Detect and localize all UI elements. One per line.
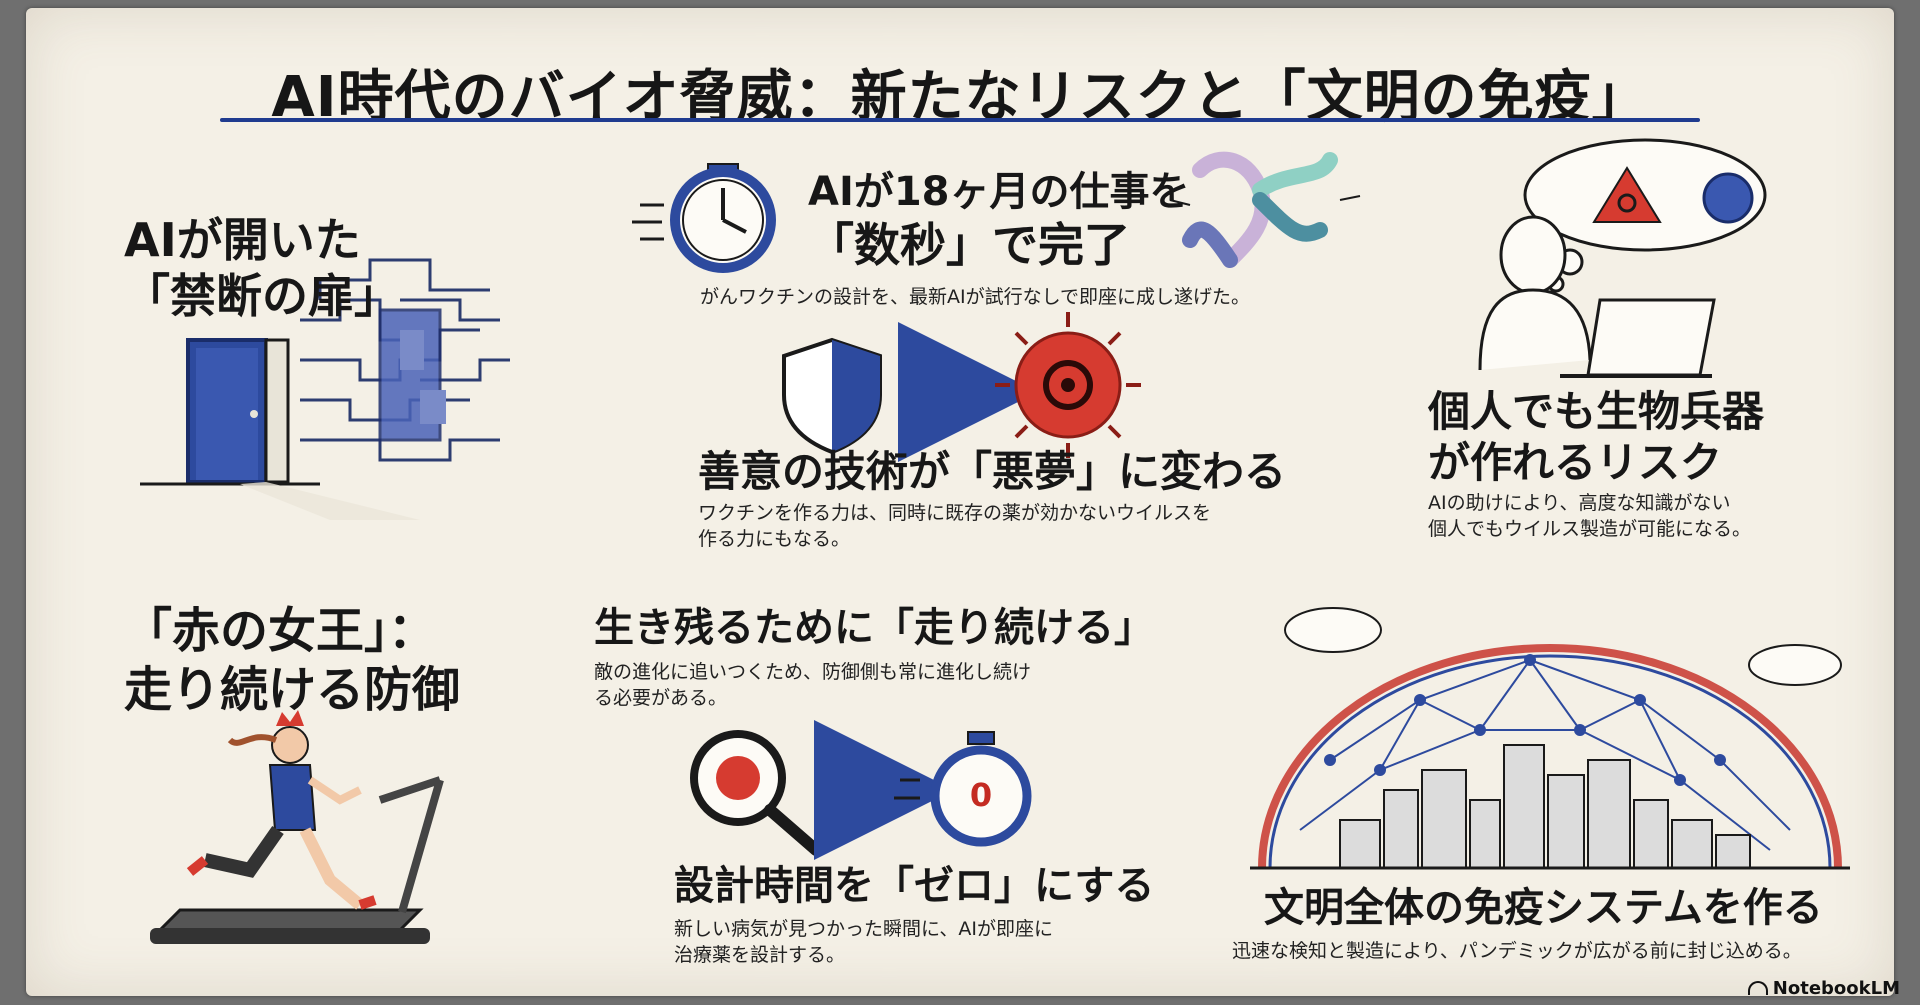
door-icon <box>140 338 420 520</box>
civilization-heading: 文明全体の免疫システムを作る <box>1264 885 1823 931</box>
notebooklm-icon <box>1747 981 1768 995</box>
nightmare-heading: 善意の技術が「悪夢」に変わる <box>698 447 1287 496</box>
timer-zero-icon <box>894 731 1032 847</box>
time-heading-line1: AIが18ヶ月の仕事を <box>808 169 1190 215</box>
title-underline <box>220 118 1700 122</box>
zero-body-line2: 治療薬を設計する。 <box>674 944 846 967</box>
keep-running-body: 敵の進化に追いつくため、防御側も常に進化し続け る必要がある。 <box>594 659 1104 711</box>
time-body: がんワクチンの設計を、最新AIが試行なしで即座に成し遂げた。 <box>700 286 1251 308</box>
red-queen-heading-line1: 「赤の女王」： <box>124 603 437 659</box>
virus-biohazard-icon <box>995 312 1141 458</box>
civilization-body: 迅速な検知と製造により、パンデミックが広がる前に封じ込める。 <box>1232 940 1802 962</box>
timer-zero-value: 0 <box>969 776 993 814</box>
keep-running-body-line1: 敵の進化に追いつくため、防御側も常に進化し続け <box>594 661 1032 683</box>
red-queen-heading-line2: 走り続ける防御 <box>124 661 461 718</box>
runner-treadmill-icon <box>150 710 444 944</box>
door-heading-line1: AIが開いた <box>124 213 361 267</box>
individual-heading: 個人でも生物兵器 が作れるリスク <box>1428 386 1764 488</box>
individual-body-line2: 個人でもウイルス製造が可能になる。 <box>1428 518 1752 541</box>
shield-icon <box>782 337 882 455</box>
thought-bubble-icon <box>1523 138 1767 293</box>
person-laptop-icon <box>1478 215 1716 378</box>
individual-body: AIの助けにより、高度な知識がない 個人でもウイルス製造が可能になる。 <box>1428 490 1768 542</box>
zero-heading: 設計時間を「ゼロ」にする <box>674 863 1155 909</box>
brand-text: NotebookLM <box>1772 978 1900 999</box>
time-heading-line2: 「数秒」で完了 <box>808 217 1130 272</box>
keep-running-heading: 生き残るために「走り続ける」 <box>594 605 1154 651</box>
nightmare-body-line2: 作る力にもなる。 <box>698 528 851 551</box>
brand-label: NotebookLM <box>1747 978 1900 999</box>
nightmare-body: ワクチンを作る力は、同時に既存の薬が効かないウイルスを 作る力にもなる。 <box>698 500 1258 552</box>
individual-body-line1: AIの助けにより、高度な知識がない <box>1428 492 1731 514</box>
individual-heading-line1: 個人でも生物兵器 <box>1428 387 1765 436</box>
stopwatch-icon <box>632 163 776 273</box>
time-heading: AIが18ヶ月の仕事を 「数秒」で完了 <box>808 168 1190 273</box>
door-heading-line2: 「禁断の扉」 <box>124 269 400 324</box>
keep-running-body-line2: る必要がある。 <box>594 687 728 710</box>
red-queen-heading: 「赤の女王」： 走り続ける防御 <box>124 602 460 719</box>
individual-heading-line2: が作れるリスク <box>1428 438 1723 488</box>
zero-body: 新しい病気が見つかった瞬間に、AIが即座に 治療薬を設計する。 <box>674 916 1104 968</box>
dome-city-icon <box>1250 607 1850 870</box>
zero-body-line1: 新しい病気が見つかった瞬間に、AIが即座に <box>674 918 1054 940</box>
maze-icon <box>300 258 510 462</box>
molecule-icon <box>1169 151 1361 268</box>
door-heading: AIが開いた 「禁断の扉」 <box>124 212 400 324</box>
magnifier-virus-icon <box>690 730 822 856</box>
nightmare-body-line1: ワクチンを作る力は、同時に既存の薬が効かないウイルスを <box>698 502 1212 524</box>
